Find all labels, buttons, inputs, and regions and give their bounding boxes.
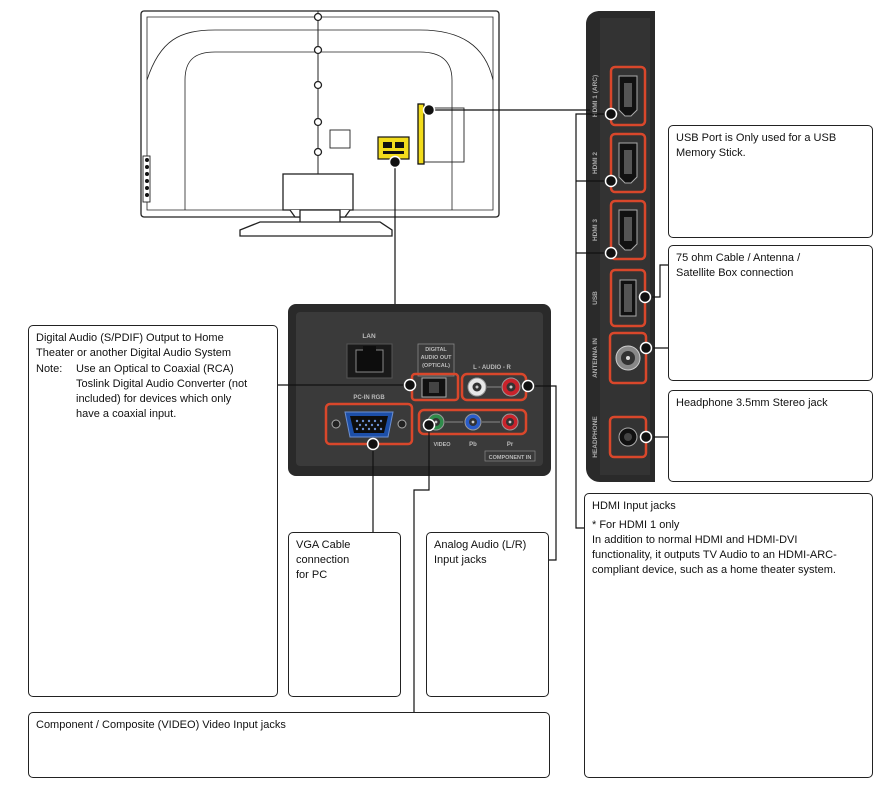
- side-label-hdmi3: HDMI 3: [592, 219, 599, 241]
- hdmi-desc-3: compliant device, such as a home theater…: [592, 564, 836, 576]
- coax-antenna-jack: [608, 331, 648, 385]
- callout-antenna: 75 ohm Cable / Antenna / Satellite Box c…: [668, 245, 873, 381]
- digital-audio-title-2: Theater or another Digital Audio System: [36, 347, 232, 359]
- note-label: Note:: [36, 363, 63, 375]
- note-line-4: have a coaxial input.: [76, 408, 177, 420]
- callout-analog-audio: Analog Audio (L/R) Input jacks: [426, 532, 549, 697]
- tv-side-buttons: [145, 158, 149, 197]
- callout-hdmi: HDMI Input jacks * For HDMI 1 only In ad…: [584, 493, 873, 778]
- digital-audio-label-1: DIGITAL: [425, 347, 447, 353]
- callout-component: Component / Composite (VIDEO) Video Inpu…: [28, 712, 550, 778]
- side-label-antenna: ANTENNA IN: [592, 338, 599, 378]
- hdmi-sub: * For HDMI 1 only: [592, 519, 680, 531]
- hdmi-desc-1: In addition to normal HDMI and HDMI-DVI: [592, 534, 798, 546]
- usb-line-2: Memory Stick.: [676, 147, 746, 159]
- component-text: Component / Composite (VIDEO) Video Inpu…: [36, 719, 286, 731]
- rca-jack-pb: [464, 413, 482, 431]
- leader-lines: [277, 109, 669, 712]
- leader-dots: [366, 103, 653, 451]
- headphone-text: Headphone 3.5mm Stereo jack: [676, 397, 828, 409]
- usb-line-1: USB Port is Only used for a USB: [676, 132, 837, 144]
- component-highlight: [417, 408, 528, 436]
- side-label-usb: USB: [592, 291, 599, 305]
- analog-audio-line-1: Analog Audio (L/R): [434, 539, 527, 551]
- side-label-headphone: HEADPHONE: [592, 416, 599, 458]
- callout-digital-audio: Digital Audio (S/PDIF) Output to Home Th…: [28, 325, 278, 697]
- digital-audio-label-3: (OPTICAL): [422, 363, 450, 369]
- vga-line-2: connection: [296, 554, 350, 566]
- antenna-line-1: 75 ohm Cable / Antenna /: [676, 252, 801, 264]
- pr-label: Pr: [507, 442, 514, 448]
- digital-audio-title-1: Digital Audio (S/PDIF) Output to Home: [36, 332, 224, 344]
- antenna-line-2: Satellite Box connection: [676, 267, 794, 279]
- audio-lr-label: L - AUDIO - R: [473, 365, 511, 371]
- component-in-label: COMPONENT IN: [489, 455, 532, 461]
- side-label-hdmi2: HDMI 2: [592, 152, 599, 174]
- note-line-2: Toslink Digital Audio Converter (not: [76, 378, 248, 390]
- pb-label: Pb: [469, 442, 477, 448]
- pc-in-label: PC-IN RGB: [353, 395, 385, 401]
- note-line-1: Use an Optical to Coaxial (RCA): [76, 363, 234, 375]
- callout-vga: VGA Cable connection for PC: [288, 532, 401, 697]
- digital-audio-label-2: AUDIO OUT: [421, 355, 453, 361]
- analog-audio-line-2: Input jacks: [434, 554, 487, 566]
- hdmi-port-3: [609, 199, 647, 261]
- note-line-3: included) for devices which only: [76, 393, 232, 405]
- rca-jack-pr: [501, 413, 519, 431]
- side-label-hdmi1: HDMI 1 (ARC): [592, 75, 599, 117]
- rca-jack-audio-r: [501, 377, 521, 397]
- video-label: VIDEO: [433, 442, 451, 448]
- hdmi-title: HDMI Input jacks: [592, 500, 676, 512]
- digital-audio-note: Note: Use an Optical to Coaxial (RCA) To…: [36, 362, 270, 422]
- vga-line-3: for PC: [296, 569, 328, 581]
- lan-label: LAN: [362, 333, 376, 340]
- tv-rear-outline: [140, 10, 500, 237]
- callout-headphone: Headphone 3.5mm Stereo jack: [668, 390, 873, 482]
- hdmi-port-2: [609, 132, 647, 194]
- callout-usb: USB Port is Only used for a USB Memory S…: [668, 125, 873, 238]
- hdmi-port-1: [609, 65, 647, 127]
- rca-jack-audio-l: [467, 377, 487, 397]
- rear-port-marker: [377, 136, 410, 160]
- vga-line-1: VGA Cable: [296, 539, 351, 551]
- lan-port: [346, 343, 393, 379]
- hdmi-desc-2: functionality, it outputs TV Audio to an…: [592, 549, 837, 561]
